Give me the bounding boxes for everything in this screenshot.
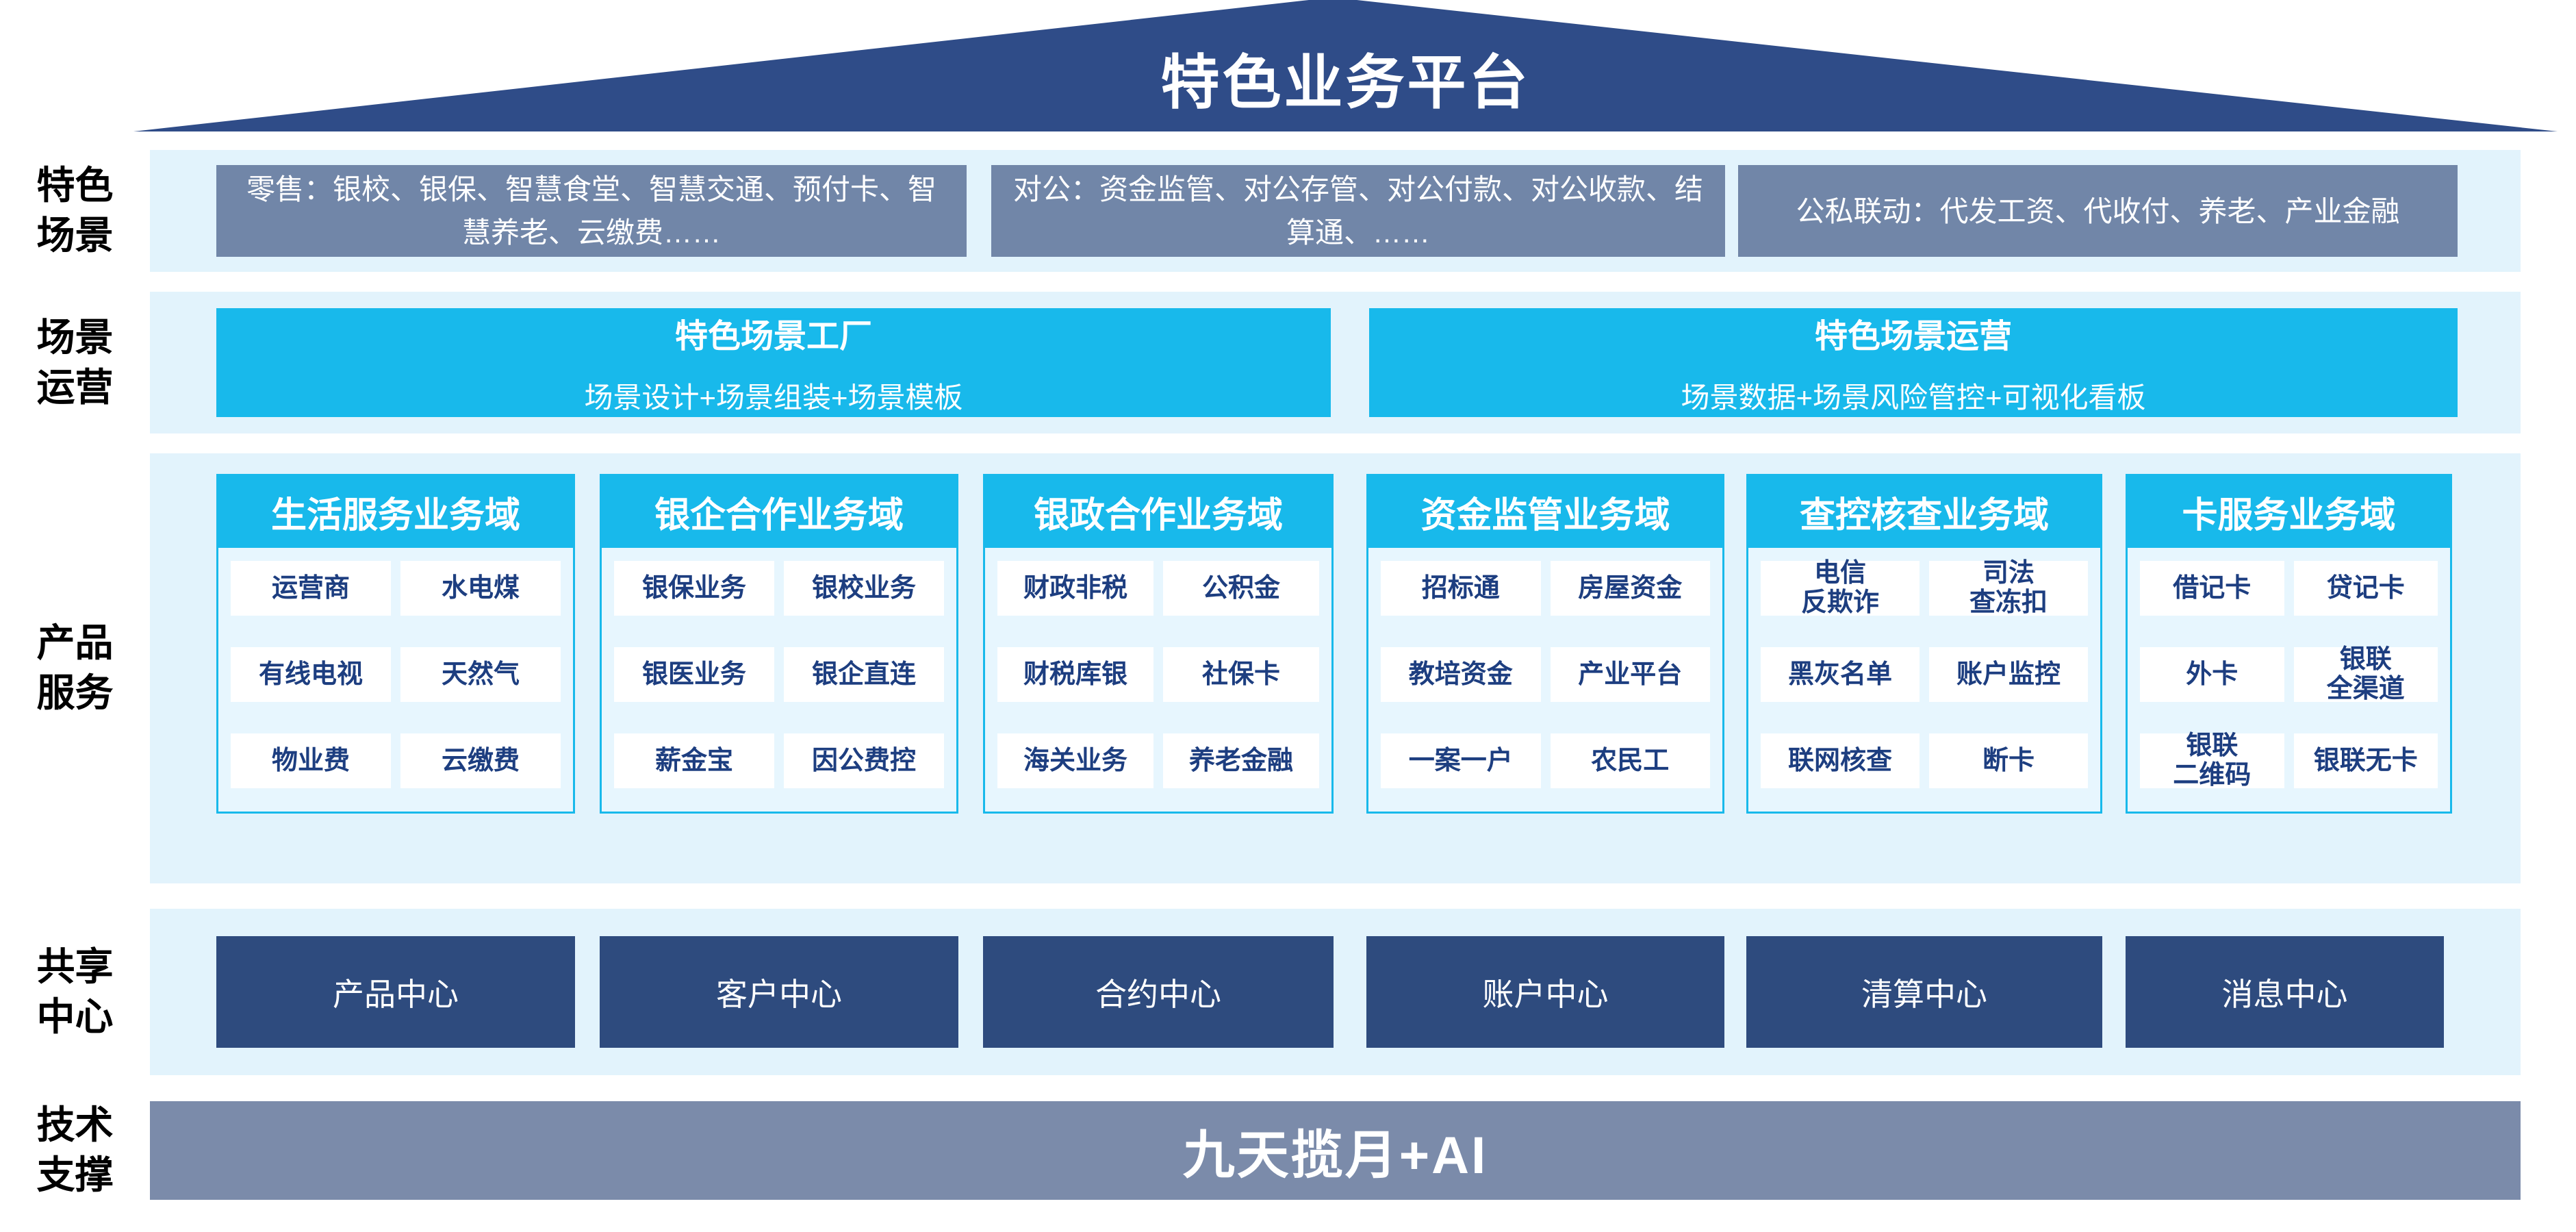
- product-cell: 账户监控: [1929, 647, 2088, 702]
- domain-column-bank-government: 银政合作业务域 财政非税 公积金 财税库银 社保卡 海关业务 养老金融: [983, 474, 1334, 814]
- product-cell: 农民工: [1550, 733, 1710, 788]
- product-cell: 海关业务: [997, 733, 1153, 788]
- tech-support-bar: 九天揽月+AI: [150, 1101, 2521, 1200]
- scene-operation-subtitle: 场景数据+场景风险管控+可视化看板: [1681, 381, 2146, 414]
- product-cell: 财政非税: [997, 561, 1153, 616]
- roof-banner: 特色业务平台: [133, 0, 2558, 131]
- product-cell: 银联无卡: [2293, 733, 2438, 788]
- center-box-customer: 客户中心: [600, 936, 958, 1048]
- row-label-product: 产品 服务: [36, 621, 114, 714]
- product-cell: 公积金: [1163, 561, 1319, 616]
- product-cell: 银联 全渠道: [2293, 645, 2438, 703]
- product-cell: 银保业务: [614, 561, 774, 616]
- domain-column-bank-enterprise: 银企合作业务域 银保业务 银校业务 银医业务 银企直连 薪金宝 因公费控: [600, 474, 958, 814]
- product-cell: 因公费控: [784, 733, 944, 788]
- product-cell: 运营商: [231, 561, 391, 616]
- product-cell: 招标通: [1381, 561, 1541, 616]
- row-label-operation: 场景 运营: [36, 315, 114, 409]
- domain-body: 招标通 房屋资金 教培资金 产业平台 一案一户 农民工: [1368, 547, 1722, 802]
- product-cell: 云缴费: [400, 733, 561, 788]
- scene-row-panel: 零售：银校、银保、智慧食堂、智慧交通、预付卡、智慧养老、云缴费…… 对公：资金监…: [150, 150, 2521, 272]
- product-cell: 社保卡: [1163, 647, 1319, 702]
- product-cell: 银企直连: [784, 647, 944, 702]
- domain-header: 资金监管业务域: [1368, 475, 1723, 548]
- product-cell: 物业费: [231, 733, 391, 788]
- center-box-message: 消息中心: [2126, 936, 2444, 1048]
- product-cell: 天然气: [400, 647, 561, 702]
- product-cell: 养老金融: [1163, 733, 1319, 788]
- scene-factory-subtitle: 场景设计+场景组装+场景模板: [584, 381, 963, 414]
- domain-header: 生活服务业务域: [218, 475, 574, 548]
- product-cell: 一案一户: [1381, 733, 1541, 788]
- domain-column-card-services: 卡服务业务域 借记卡 贷记卡 外卡 银联 全渠道 银联 二维码 银联无卡: [2126, 474, 2452, 814]
- scene-factory-title: 特色场景工厂: [674, 318, 872, 355]
- scene-box-linkage: 公私联动：代发工资、代收付、养老、产业金融: [1738, 165, 2458, 257]
- product-cell: 外卡: [2140, 647, 2284, 702]
- domain-body: 财政非税 公积金 财税库银 社保卡 海关业务 养老金融: [985, 547, 1331, 802]
- product-cell: 财税库银: [997, 647, 1153, 702]
- scene-box-retail: 零售：银校、银保、智慧食堂、智慧交通、预付卡、智慧养老、云缴费……: [216, 165, 967, 257]
- product-cell: 电信 反欺诈: [1761, 559, 1920, 617]
- product-cell: 联网核查: [1761, 733, 1920, 788]
- scene-box-corporate: 对公：资金监管、对公存管、对公付款、对公收款、结算通、……: [991, 165, 1725, 257]
- product-cell: 银联 二维码: [2140, 731, 2284, 790]
- product-cell: 教培资金: [1381, 647, 1541, 702]
- operation-row-panel: 特色场景工厂 场景设计+场景组装+场景模板 特色场景运营 场景数据+场景风险管控…: [150, 292, 2521, 433]
- center-box-clearing: 清算中心: [1746, 936, 2102, 1048]
- domain-body: 运营商 水电煤 有线电视 天然气 物业费 云缴费: [218, 547, 573, 802]
- domain-header: 卡服务业务域: [2127, 475, 2451, 548]
- product-cell: 银校业务: [784, 561, 944, 616]
- platform-title: 特色业务平台: [1160, 50, 1531, 116]
- product-cell: 黑灰名单: [1761, 647, 1920, 702]
- row-label-tech: 技术 支撑: [36, 1103, 114, 1196]
- product-cell: 房屋资金: [1550, 561, 1710, 616]
- product-cell: 断卡: [1929, 733, 2088, 788]
- product-cell: 有线电视: [231, 647, 391, 702]
- scene-operation-box: 特色场景运营 场景数据+场景风险管控+可视化看板: [1369, 308, 2458, 417]
- domain-body: 借记卡 贷记卡 外卡 银联 全渠道 银联 二维码 银联无卡: [2128, 547, 2450, 802]
- center-box-product: 产品中心: [216, 936, 575, 1048]
- product-cell: 薪金宝: [614, 733, 774, 788]
- domain-header: 查控核查业务域: [1748, 475, 2101, 548]
- domain-body: 电信 反欺诈 司法 查冻扣 黑灰名单 账户监控 联网核查 断卡: [1748, 547, 2100, 802]
- domain-body: 银保业务 银校业务 银医业务 银企直连 薪金宝 因公费控: [602, 547, 956, 802]
- domain-header: 银企合作业务域: [601, 475, 957, 548]
- center-box-account: 账户中心: [1366, 936, 1724, 1048]
- product-row-panel: 生活服务业务域 运营商 水电煤 有线电视 天然气 物业费 云缴费 银企合作业务域…: [150, 453, 2521, 883]
- product-cell: 借记卡: [2140, 561, 2284, 616]
- domain-header: 银政合作业务域: [984, 475, 1332, 548]
- product-cell: 司法 查冻扣: [1929, 559, 2088, 617]
- roof-triangle-shape: [133, 0, 2558, 131]
- share-row-panel: 产品中心 客户中心 合约中心 账户中心 清算中心 消息中心: [150, 909, 2521, 1075]
- scene-operation-title: 特色场景运营: [1814, 318, 2012, 355]
- product-cell: 贷记卡: [2293, 561, 2438, 616]
- domain-column-life-services: 生活服务业务域 运营商 水电煤 有线电视 天然气 物业费 云缴费: [216, 474, 575, 814]
- product-cell: 水电煤: [400, 561, 561, 616]
- product-cell: 银医业务: [614, 647, 774, 702]
- row-label-share: 共享 中心: [36, 944, 114, 1038]
- product-cell: 产业平台: [1550, 647, 1710, 702]
- scene-factory-box: 特色场景工厂 场景设计+场景组装+场景模板: [216, 308, 1331, 417]
- domain-column-fund-supervision: 资金监管业务域 招标通 房屋资金 教培资金 产业平台 一案一户 农民工: [1366, 474, 1724, 814]
- center-box-contract: 合约中心: [983, 936, 1334, 1048]
- row-label-scene: 特色 场景: [36, 164, 114, 257]
- domain-column-inquiry-control: 查控核查业务域 电信 反欺诈 司法 查冻扣 黑灰名单 账户监控 联网核查 断卡: [1746, 474, 2102, 814]
